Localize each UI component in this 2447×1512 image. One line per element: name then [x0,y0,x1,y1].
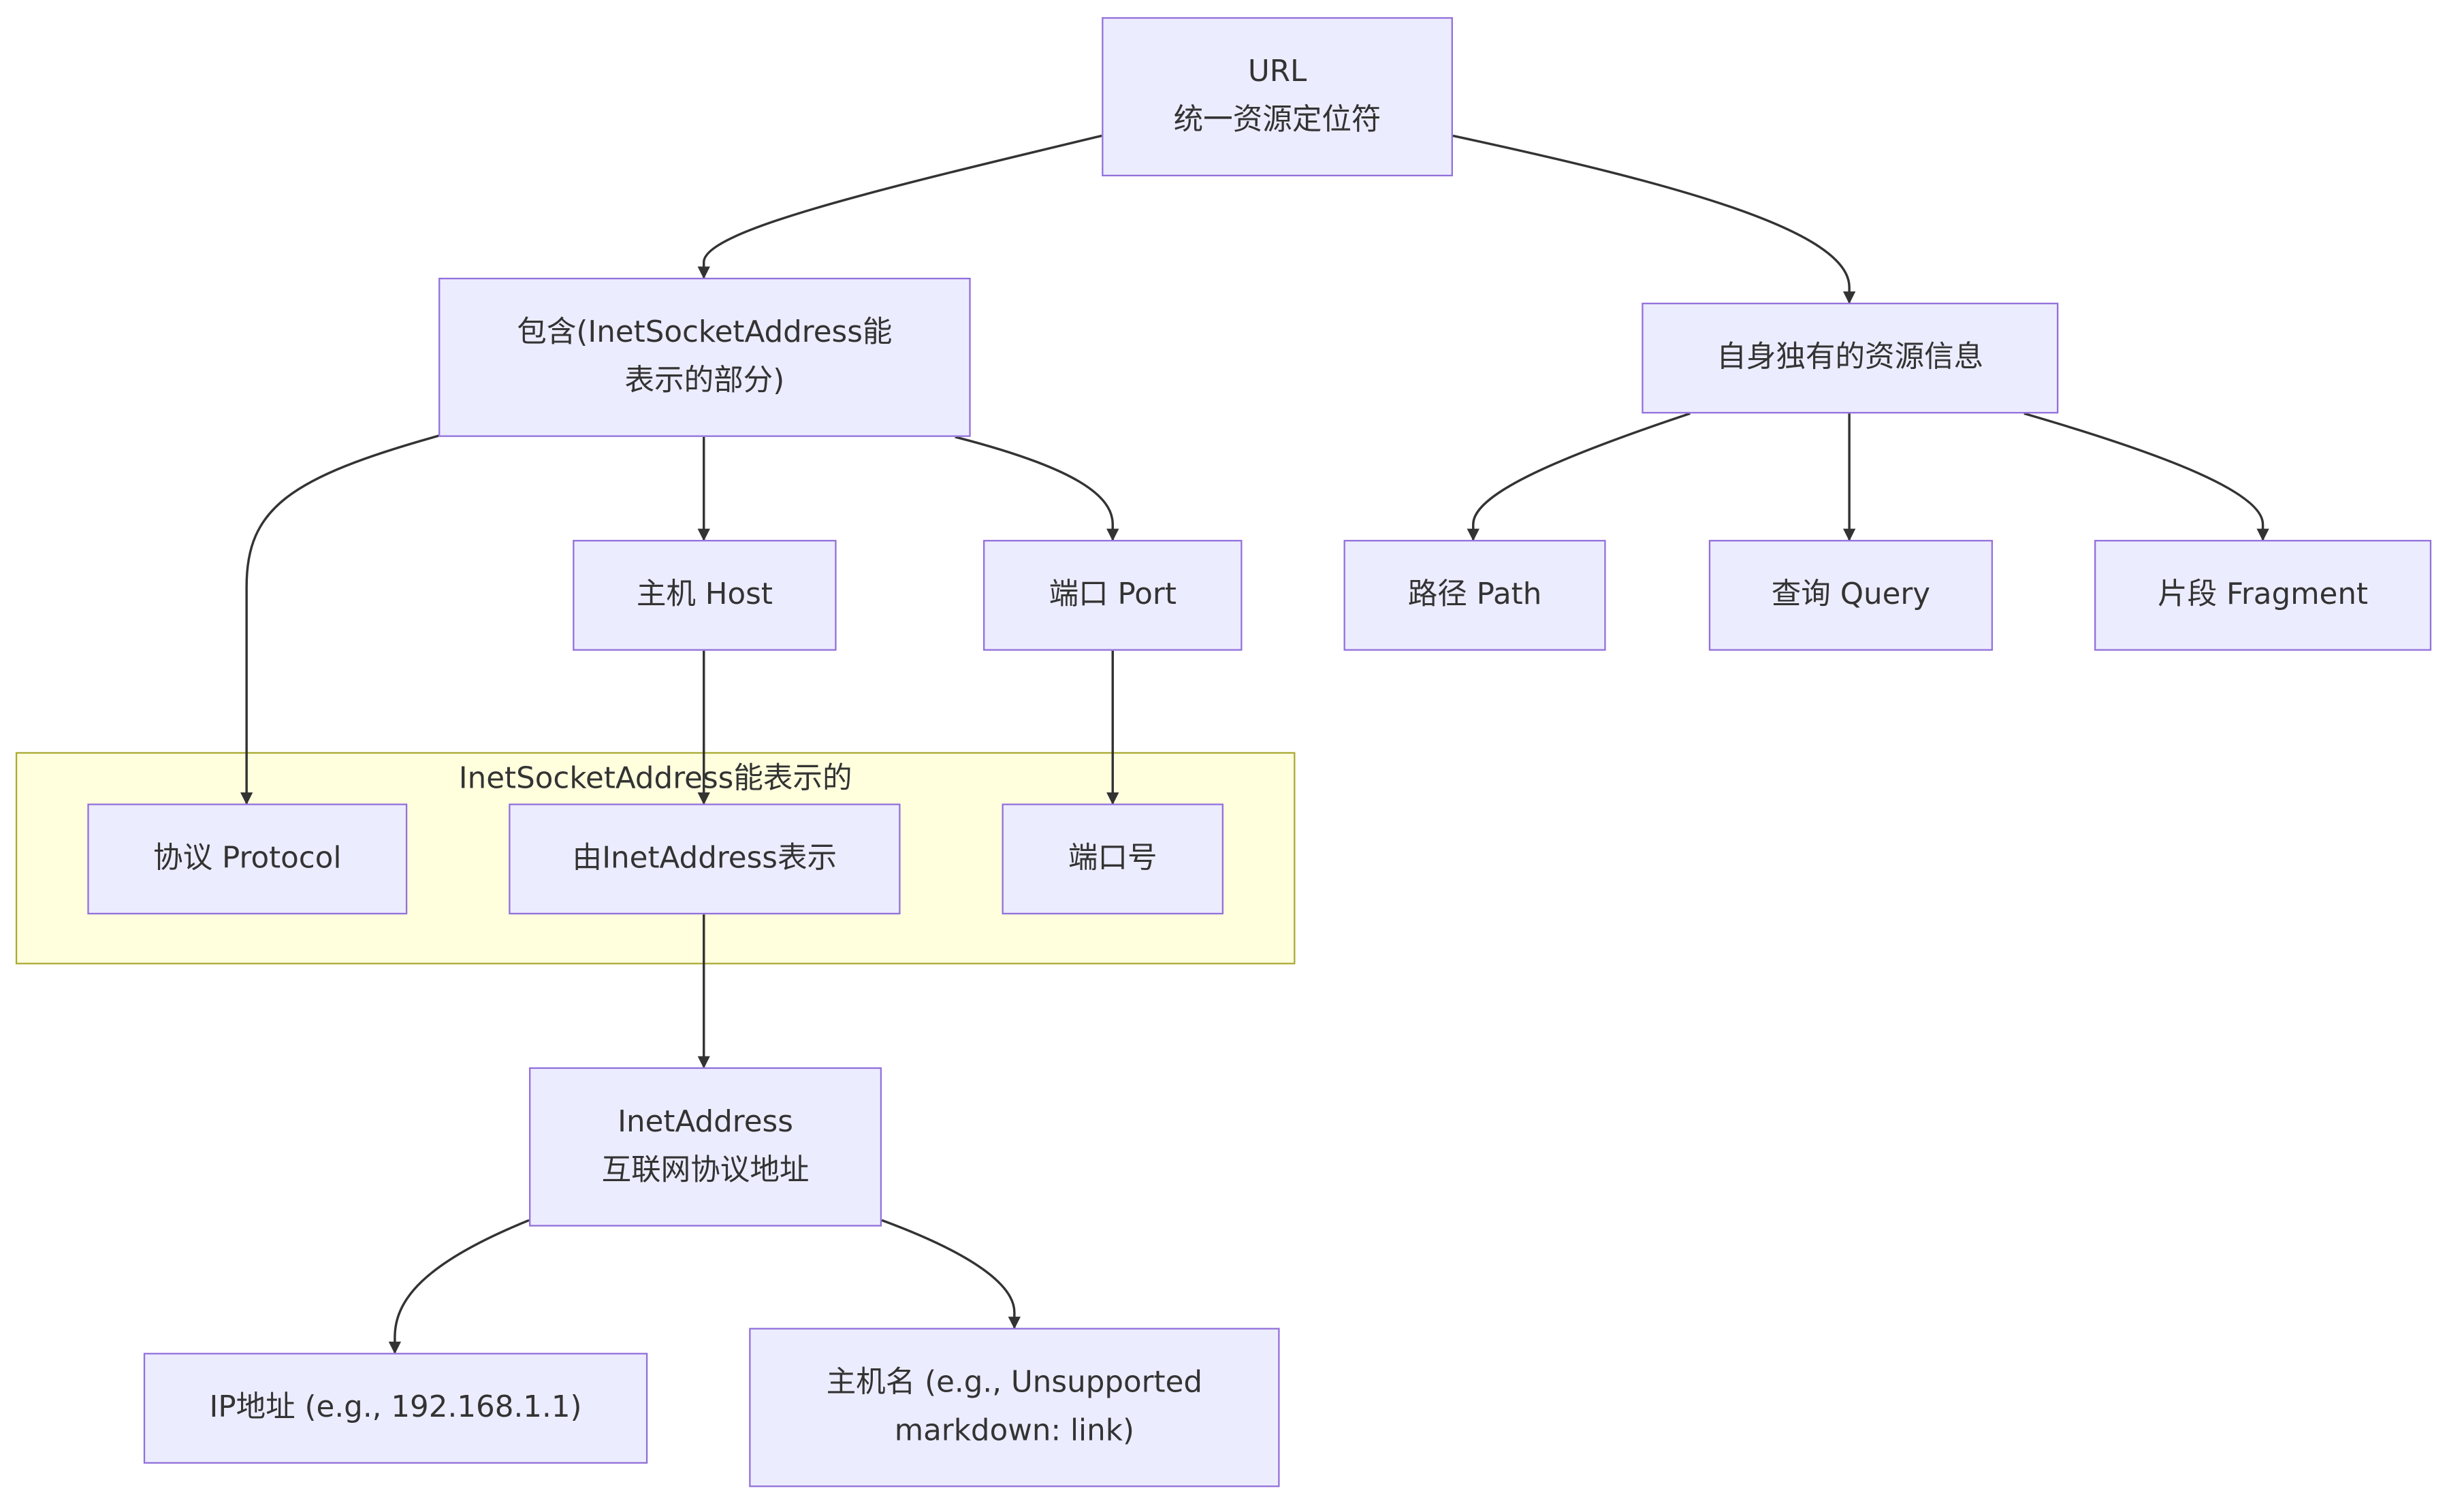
node-label-line: 互联网协议地址 [601,1153,810,1188]
node-ip-address: IP地址 (e.g., 192.168.1.1) [143,1353,648,1464]
node-label-line: 片段 Fragment [2158,577,2369,612]
edge-contains-to-port [955,436,1119,541]
edge-url-to-own [1452,134,1856,304]
node-label-line: 路径 Path [1407,577,1542,612]
node-inetaddress: InetAddress 互联网协议地址 [529,1067,882,1227]
node-label-line: 主机 Host [636,577,773,612]
node-label-line: IP地址 (e.g., 192.168.1.1) [209,1390,582,1425]
node-own-resource-info: 自身独有的资源信息 [1642,302,2059,414]
edge-contains-to-protocol [240,434,441,805]
edge-inet-to-ip [388,1219,530,1355]
node-label-line: 表示的部分) [624,364,785,398]
node-label-line: 端口 Port [1049,577,1177,612]
node-query: 查询 Query [1708,540,1994,651]
node-label-line: InetAddress [618,1104,793,1140]
node-represented-by-inetaddress: 由InetAddress表示 [509,803,901,915]
node-label-line: 查询 Query [1771,577,1931,612]
node-protocol: 协议 Protocol [87,803,408,915]
node-port-number: 端口号 [1002,803,1224,915]
node-label-line: markdown: link) [894,1413,1134,1449]
node-label-line: 主机名 (e.g., Unsupported [826,1365,1203,1400]
node-label-line: 统一资源定位符 [1173,103,1381,138]
node-hostname: 主机名 (e.g., Unsupported markdown: link) [749,1328,1280,1487]
edge-own-to-fragment [2024,412,2269,541]
node-label-line: 协议 Protocol [153,841,342,875]
node-host: 主机 Host [573,540,837,651]
cluster-label: InetSocketAddress能表示的 [458,761,852,796]
node-contains: 包含(InetSocketAddress能 表示的部分) [438,277,971,437]
edge-own-to-path [1467,412,1691,541]
node-port: 端口 Port [983,540,1243,651]
node-label-line: 自身独有的资源信息 [1716,340,1984,375]
node-path: 路径 Path [1343,540,1606,651]
node-label-line: URL [1247,54,1307,89]
node-label-line: 端口号 [1068,841,1157,875]
node-label-line: 包含(InetSocketAddress能 [517,315,893,350]
node-label-line: 由InetAddress表示 [572,841,837,875]
node-url: URL 统一资源定位符 [1102,17,1453,177]
node-fragment: 片段 Fragment [2094,540,2432,651]
edge-inet-to-hostname [881,1219,1021,1330]
edge-url-to-contains [697,134,1102,279]
